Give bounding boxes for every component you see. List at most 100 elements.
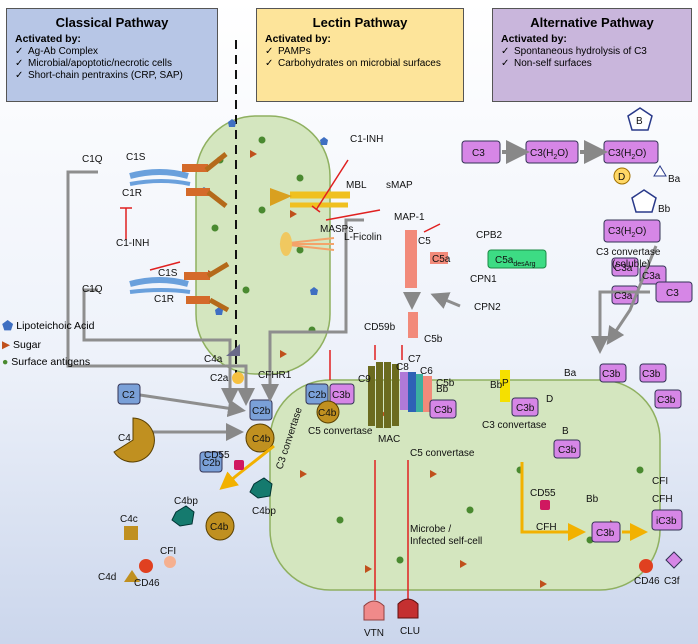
label-c3h2o-3-main: C3(H <box>608 226 631 237</box>
label-c1-inh-left: C1-INH <box>116 238 149 249</box>
c4b-free <box>205 511 235 541</box>
label-cfi-left: CFI <box>160 546 176 557</box>
label-clu: CLU <box>400 626 420 637</box>
label-c3b-r1: C3b <box>602 369 621 380</box>
label-c4: C4 <box>118 433 131 444</box>
properdin <box>500 370 510 402</box>
label-soluble: (soluble) <box>612 259 650 270</box>
label-mbl: MBL <box>346 180 367 191</box>
label-c3h2o-2-main: C3(H <box>608 148 631 159</box>
label-c5: C5 <box>418 236 431 247</box>
c2-shape <box>117 383 141 405</box>
label-bb-left: Bb <box>436 384 449 395</box>
c4d-shape <box>124 570 140 582</box>
label-c5b: C5b <box>424 334 443 345</box>
label-c3a-1: C3a <box>614 263 633 274</box>
label-cfh-right: CFH <box>652 494 673 505</box>
c2a-shape <box>232 372 244 384</box>
clu-shape <box>397 598 419 619</box>
label-smap: sMAP <box>386 180 413 191</box>
label-c3-start: C3 <box>472 148 485 159</box>
legend-sugar: ▶ Sugar <box>2 339 94 351</box>
classical-item: Short-chain pentraxins (CRP, SAP) <box>15 70 209 82</box>
mac-complex <box>368 362 432 428</box>
label-c3b-conv: C3b <box>332 390 351 401</box>
cd55-alt-shape <box>540 500 550 510</box>
label-c4b-conv: C4b <box>318 408 337 419</box>
label-c3b-alt-3: C3b <box>558 445 577 456</box>
c3f-shape <box>665 551 683 569</box>
label-c2b-free: C2b <box>202 458 221 469</box>
legend: ⬟ Lipoteichoic Acid ▶ Sugar ● Surface an… <box>2 318 94 368</box>
legend-surface-label: Surface antigens <box>11 356 91 369</box>
label-h2-sub-2: 2 <box>631 154 635 161</box>
label-cfh-bottom: CFH <box>536 522 557 533</box>
c1-complex-bottom <box>129 261 230 313</box>
c3b-alt-2 <box>429 399 457 419</box>
c3b-box-conv <box>329 383 355 405</box>
c2b-box-conv <box>305 383 329 405</box>
c4c-shape <box>124 526 138 540</box>
label-c3h2o-3-tail: O) <box>635 226 646 237</box>
label-c1q-top: C1Q <box>82 154 103 165</box>
label-c3h2o-1-main: C3(H <box>530 148 553 159</box>
alt-pathway-chain <box>461 107 667 243</box>
c5-block <box>405 230 417 288</box>
label-ba-top: Ba <box>668 174 681 185</box>
label-c1q-bottom: C1Q <box>82 284 103 295</box>
triangle-icon: ▶ <box>2 339 11 352</box>
label-c3h2o-3: C3(H2O) <box>608 226 646 239</box>
c1-complex-top <box>129 152 228 208</box>
label-bb-top: Bb <box>658 204 671 215</box>
label-c2: C2 <box>122 390 135 401</box>
label-c3b-alt-1: C3b <box>516 403 535 414</box>
c3b-alt-1 <box>511 397 539 417</box>
label-b-mid: B <box>562 426 569 437</box>
label-c3b-alt-2: C3b <box>434 405 453 416</box>
label-cpb2: CPB2 <box>476 230 503 241</box>
c4b-disc-c3conv <box>245 423 275 453</box>
alternative-item: Spontaneous hydrolysis of C3 <box>501 46 683 58</box>
cd55-shape <box>234 460 244 470</box>
c3b-alt-3 <box>553 439 581 459</box>
label-c5b-mac: C5b <box>436 378 455 389</box>
label-c3a-3: C3a <box>614 291 633 302</box>
label-c5-convertase-mid: C5 convertase <box>410 448 475 459</box>
label-c3b-r2: C3b <box>642 369 661 380</box>
label-c1s-bottom: C1S <box>158 268 178 279</box>
lectin-title: Lectin Pathway <box>312 15 408 30</box>
label-c1r-bottom: C1R <box>154 294 174 305</box>
circle-icon: ● <box>2 356 9 369</box>
c4bp-shape-1 <box>171 505 195 527</box>
label-ba-mid: Ba <box>564 368 577 379</box>
lectin-pathway-box: Lectin Pathway Activated by: PAMPs Carbo… <box>256 8 464 102</box>
classical-list: Ag-Ab Complex Microbial/apoptotic/necrot… <box>15 46 209 82</box>
label-c3-right: C3 <box>666 288 679 299</box>
cd46-alt-shape <box>639 559 653 573</box>
label-c3h2o-1: C3(H2O) <box>530 148 568 161</box>
lectin-item: Carbohydrates on microbial surfaces <box>265 58 455 70</box>
label-c3-convertase-mid: C3 convertase <box>482 420 547 431</box>
label-c5a-desarg-main: C5a <box>495 255 514 266</box>
label-cd46-right: CD46 <box>634 576 660 587</box>
label-cfi-right: CFI <box>652 476 668 487</box>
label-c2b-c3conv: C2b <box>252 406 271 417</box>
c2b-free <box>199 451 223 473</box>
label-p: P <box>502 378 509 389</box>
legend-surface: ● Surface antigens <box>2 356 94 368</box>
label-cd55-left: CD55 <box>204 450 230 461</box>
label-c4bp-1: C4bp <box>174 496 198 507</box>
label-c5a: C5a <box>432 254 451 265</box>
label-cd55-right: CD55 <box>530 488 556 499</box>
alternative-title: Alternative Pathway <box>530 15 654 30</box>
lectin-activated: Activated by: <box>265 33 331 45</box>
label-c8: C8 <box>396 362 409 373</box>
label-c3b-bottom: C3b <box>596 528 615 539</box>
label-ic3b: iC3b <box>656 516 677 527</box>
label-h2-sub-3: 2 <box>631 232 635 239</box>
label-c5-convertase-left: C5 convertase <box>308 426 373 437</box>
label-cpn2: CPN2 <box>474 302 501 313</box>
label-cfhr1: CFHR1 <box>258 370 292 381</box>
c4b-disc-conv <box>316 400 340 424</box>
